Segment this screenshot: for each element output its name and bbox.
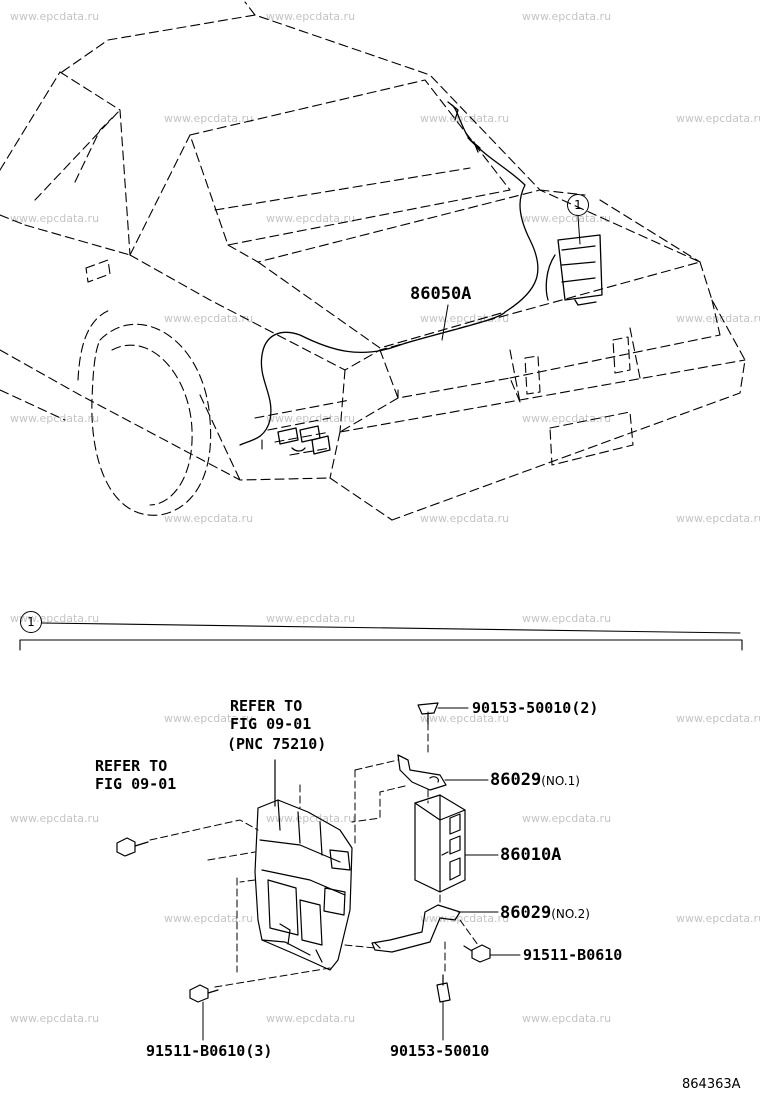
- part-label-bracket-no2: 86029(NO.2): [500, 905, 590, 923]
- part-number: 90153-50010: [472, 699, 572, 717]
- watermark: www.epcdata.ru: [676, 912, 760, 925]
- wire-harness: [239, 101, 603, 455]
- watermark: www.epcdata.ru: [10, 412, 100, 425]
- watermark: www.epcdata.ru: [420, 912, 510, 925]
- watermark: www.epcdata.ru: [676, 312, 760, 325]
- watermark: www.epcdata.ru: [10, 1012, 100, 1025]
- refer-left-line2: FIG 09-01: [95, 775, 177, 793]
- watermark: www.epcdata.ru: [164, 312, 254, 325]
- part-label-bracket-no1: 86029(NO.1): [490, 772, 580, 790]
- part-leaders: [202, 707, 521, 1041]
- part-note: (NO.1): [541, 774, 580, 788]
- watermark: www.epcdata.ru: [420, 712, 510, 725]
- car-outline: [0, 1, 746, 521]
- watermark: www.epcdata.ru: [266, 612, 356, 625]
- watermark: www.epcdata.ru: [420, 512, 510, 525]
- watermark: www.epcdata.ru: [266, 812, 356, 825]
- watermark: www.epcdata.ru: [266, 1012, 356, 1025]
- refer-center-line2: FIG 09-01: [230, 715, 312, 733]
- watermark: www.epcdata.ru: [522, 812, 612, 825]
- label-86050a: 86050A: [410, 284, 472, 304]
- watermark: www.epcdata.ru: [420, 312, 510, 325]
- detail-frame: [19, 622, 743, 651]
- mount-bracket: [254, 759, 353, 971]
- watermark: www.epcdata.ru: [164, 512, 254, 525]
- watermark: www.epcdata.ru: [522, 212, 612, 225]
- watermark: www.epcdata.ru: [164, 912, 254, 925]
- module-86010a: [414, 794, 466, 893]
- part-number: 86029: [500, 903, 552, 923]
- watermark: www.epcdata.ru: [522, 412, 612, 425]
- part-number: 86029: [490, 770, 542, 790]
- bracket-no1: [397, 754, 447, 791]
- bracket-no2: [371, 904, 461, 953]
- watermark: www.epcdata.ru: [266, 412, 356, 425]
- watermark: www.epcdata.ru: [676, 512, 760, 525]
- part-label-bolt-bottom: 90153-50010: [390, 1042, 490, 1060]
- assembly-lines: [149, 711, 479, 988]
- car-leaders: [441, 215, 581, 341]
- part-label-bolt-top: 90153-50010(2): [472, 700, 598, 717]
- watermark: www.epcdata.ru: [676, 112, 760, 125]
- watermark: www.epcdata.ru: [164, 112, 254, 125]
- part-label-bolt-left-bottom: 91511-B0610(3): [146, 1043, 272, 1060]
- watermark: www.epcdata.ru: [522, 612, 612, 625]
- refer-center-line3: (PNC 75210): [227, 735, 327, 753]
- watermark: www.epcdata.ru: [164, 712, 254, 725]
- part-qty: (2): [571, 699, 599, 717]
- part-qty: (3): [245, 1042, 273, 1060]
- bolt-bottom: [436, 974, 451, 1003]
- watermark: www.epcdata.ru: [10, 10, 100, 23]
- callout-1-car: 1: [567, 194, 589, 216]
- bolt-left: [116, 837, 149, 857]
- watermark: www.epcdata.ru: [10, 212, 100, 225]
- refer-center-line1: REFER TO: [230, 697, 303, 715]
- watermark: www.epcdata.ru: [266, 212, 356, 225]
- refer-left-line1: REFER TO: [95, 757, 168, 775]
- watermark: www.epcdata.ru: [420, 112, 510, 125]
- part-label-bolt-right: 91511-B0610: [523, 946, 623, 964]
- watermark: www.epcdata.ru: [522, 1012, 612, 1025]
- part-number: 91511-B0610: [146, 1042, 246, 1060]
- watermark: www.epcdata.ru: [522, 10, 612, 23]
- bolt-bottom-left: [189, 984, 219, 1003]
- part-note: (NO.2): [551, 907, 590, 921]
- callout-1-detail: 1: [20, 611, 42, 633]
- watermark: www.epcdata.ru: [676, 712, 760, 725]
- bolt-right: [463, 944, 491, 963]
- part-label-86010a: 86010A: [500, 845, 562, 865]
- watermark: www.epcdata.ru: [266, 10, 356, 23]
- watermark: www.epcdata.ru: [10, 812, 100, 825]
- figure-id: 864363A: [682, 1077, 741, 1092]
- bolt-top: [417, 702, 439, 725]
